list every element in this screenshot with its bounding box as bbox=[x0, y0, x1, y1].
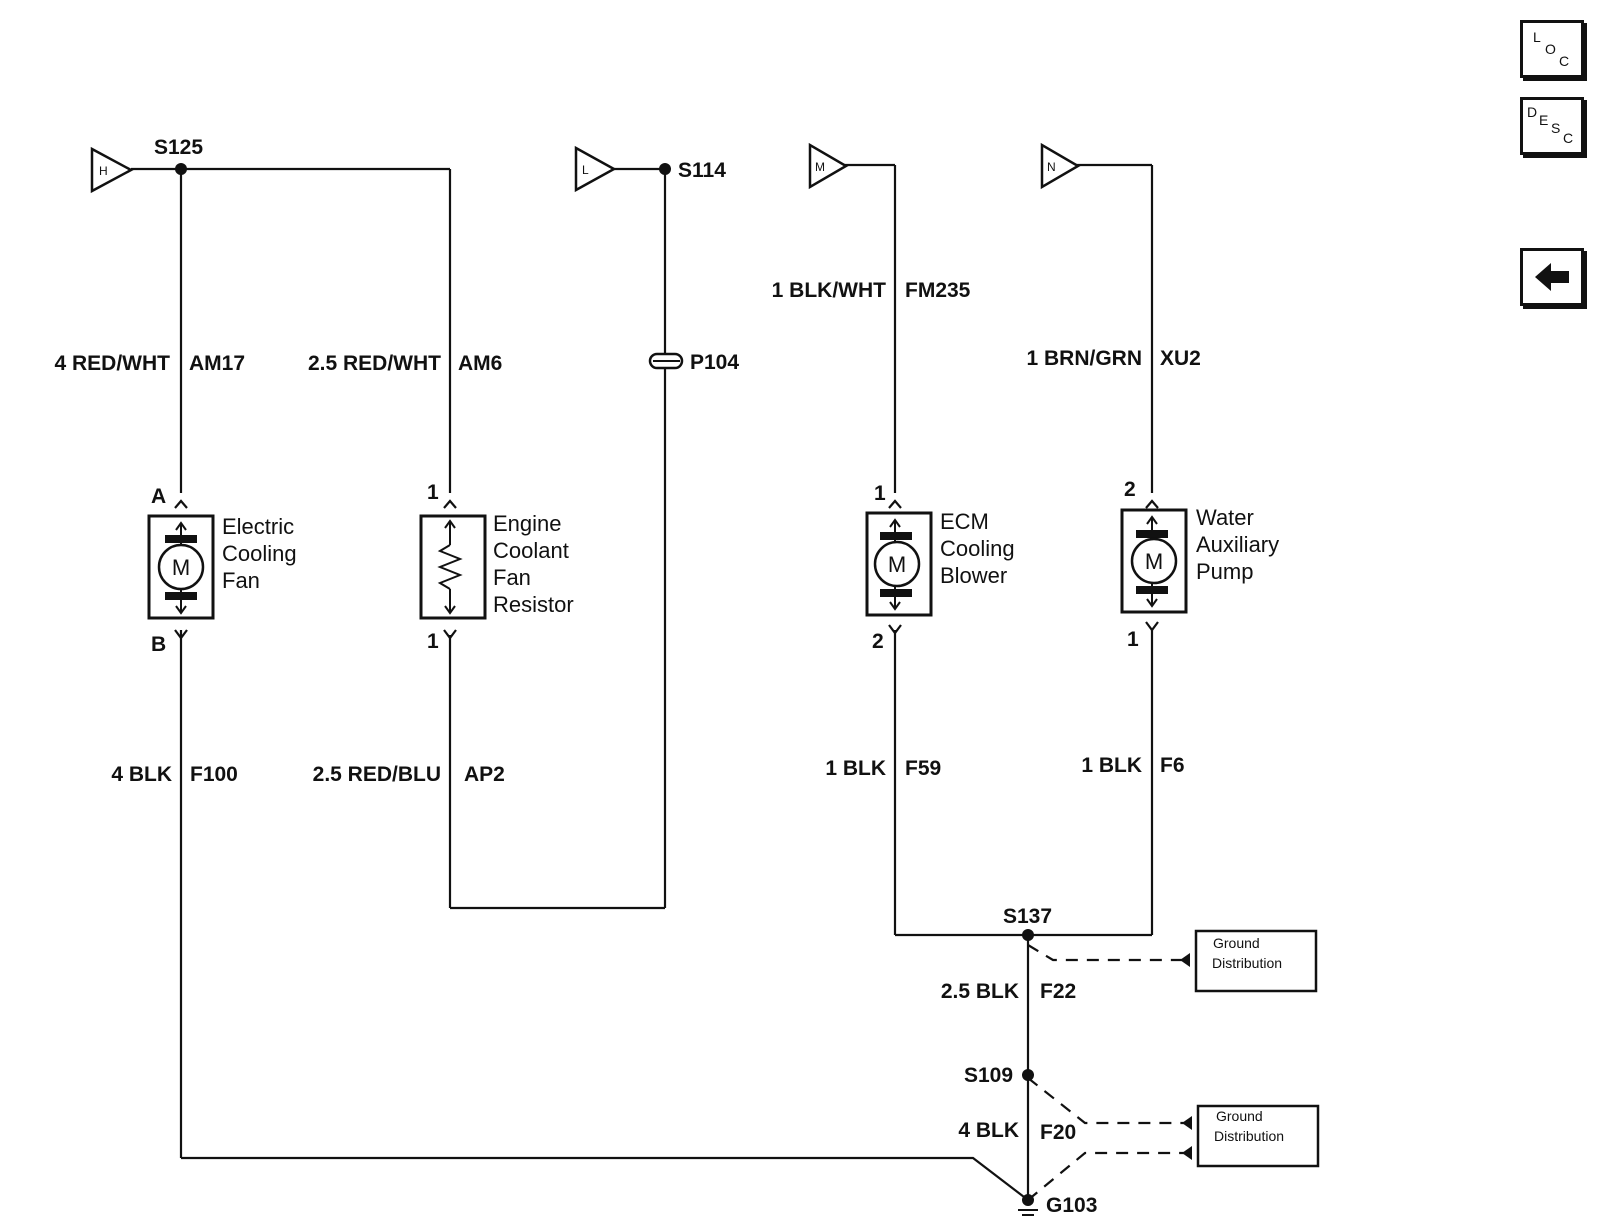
desc-letter-2: E bbox=[1539, 112, 1549, 128]
wire-am6-spec: 2.5 RED/WHT bbox=[308, 352, 441, 375]
loc-letter-3: C bbox=[1559, 53, 1570, 69]
blower-pin-top: 1 bbox=[874, 482, 886, 505]
svg-text:M: M bbox=[172, 555, 190, 580]
component-water-auxiliary-pump: M bbox=[1120, 499, 1188, 632]
desc-letter-3: S bbox=[1551, 120, 1561, 136]
wire-f59-spec: 1 BLK bbox=[825, 757, 886, 780]
blower-pin-bottom: 2 bbox=[872, 630, 884, 653]
splice-s137-dot bbox=[1022, 929, 1034, 941]
resistor-pin-top: 1 bbox=[427, 481, 439, 504]
dash-gd-2b bbox=[1027, 1151, 1190, 1201]
wire-f100-circuit: F100 bbox=[190, 763, 238, 786]
wire-f100-ground bbox=[181, 1156, 1029, 1201]
pump-name-line1: Water bbox=[1196, 505, 1254, 530]
wire-xu2-spec: 1 BRN/GRN bbox=[1026, 347, 1142, 370]
connector-n: N bbox=[1040, 142, 1081, 190]
arrow-gd-2b bbox=[1182, 1146, 1192, 1160]
dash-gd-2a bbox=[1027, 1077, 1190, 1125]
motor-icon bbox=[873, 540, 921, 588]
wire-f6-spec: 1 BLK bbox=[1081, 754, 1142, 777]
left-arrow-icon bbox=[1535, 263, 1569, 291]
svg-text:Ground: Ground bbox=[1216, 1108, 1263, 1124]
resistor-name-line4: Resistor bbox=[493, 592, 574, 617]
wire-f20-circuit: F20 bbox=[1040, 1121, 1076, 1144]
component-ecm-cooling-blower: M bbox=[865, 499, 933, 635]
splice-s109-label: S109 bbox=[964, 1064, 1013, 1087]
wire-f59-circuit: F59 bbox=[905, 757, 941, 780]
resistor-icon bbox=[437, 544, 463, 590]
wire-ap2-circuit: AP2 bbox=[464, 763, 505, 786]
svg-text:Distribution: Distribution bbox=[1214, 1128, 1284, 1144]
ground-distribution-box-2[interactable]: Ground Distribution bbox=[1196, 1104, 1320, 1168]
svg-text:Ground: Ground bbox=[1213, 935, 1260, 951]
ground-g103-label: G103 bbox=[1046, 1194, 1097, 1217]
splice-s109-dot bbox=[1022, 1069, 1034, 1081]
wire-am17-spec: 4 RED/WHT bbox=[55, 352, 171, 375]
wire-fm235-spec: 1 BLK/WHT bbox=[772, 279, 886, 302]
ground-g103-dot bbox=[1022, 1194, 1034, 1206]
loc-letter-2: O bbox=[1545, 41, 1556, 57]
wire-f22-spec: 2.5 BLK bbox=[941, 980, 1019, 1003]
desc-letter-1: D bbox=[1527, 104, 1538, 120]
wire-am17-circuit: AM17 bbox=[189, 352, 245, 375]
wire-f22-circuit: F22 bbox=[1040, 980, 1076, 1003]
ground-symbol bbox=[1018, 1209, 1038, 1216]
component-coolant-fan-resistor bbox=[419, 499, 487, 640]
svg-text:M: M bbox=[888, 552, 906, 577]
back-button[interactable] bbox=[1520, 248, 1584, 306]
blower-name-line3: Blower bbox=[940, 563, 1007, 588]
blower-name-line1: ECM bbox=[940, 509, 989, 534]
pump-pin-bottom: 1 bbox=[1127, 628, 1139, 651]
svg-text:H: H bbox=[99, 164, 108, 178]
inline-connector-p104-label: P104 bbox=[690, 351, 739, 374]
pump-pin-top: 2 bbox=[1124, 478, 1136, 501]
wire-am6-circuit: AM6 bbox=[458, 352, 502, 375]
connector-m: M bbox=[808, 142, 849, 190]
inline-connector-p104 bbox=[648, 352, 684, 370]
fan-name-line3: Fan bbox=[222, 568, 260, 593]
wire-xu2-circuit: XU2 bbox=[1160, 347, 1201, 370]
wire-fm235-circuit: FM235 bbox=[905, 279, 971, 302]
resistor-name-line1: Engine bbox=[493, 511, 562, 536]
svg-text:M: M bbox=[1145, 549, 1163, 574]
pump-name-line3: Pump bbox=[1196, 559, 1253, 584]
loc-letter-1: L bbox=[1533, 29, 1541, 45]
connector-l: L bbox=[574, 145, 617, 193]
fan-name-line1: Electric bbox=[222, 514, 294, 539]
dash-gd-1 bbox=[1027, 944, 1188, 962]
fan-pin-top: A bbox=[151, 485, 166, 508]
fan-pin-bottom: B bbox=[151, 633, 166, 656]
component-electric-cooling-fan: M bbox=[147, 499, 215, 640]
svg-text:L: L bbox=[582, 163, 589, 177]
wire-f100-spec: 4 BLK bbox=[111, 763, 172, 786]
splice-s125-dot bbox=[175, 163, 187, 175]
blower-name-line2: Cooling bbox=[940, 536, 1015, 561]
svg-text:N: N bbox=[1047, 160, 1056, 174]
resistor-name-line2: Coolant bbox=[493, 538, 569, 563]
loc-button[interactable]: L O C bbox=[1520, 20, 1584, 78]
connector-h: H bbox=[90, 146, 134, 194]
ground-distribution-box-1[interactable]: Ground Distribution bbox=[1194, 929, 1318, 993]
svg-text:M: M bbox=[815, 160, 825, 174]
svg-text:Distribution: Distribution bbox=[1212, 955, 1282, 971]
desc-button[interactable]: D E S C bbox=[1520, 97, 1584, 155]
desc-letter-4: C bbox=[1563, 130, 1574, 146]
arrow-gd-1 bbox=[1180, 953, 1190, 967]
resistor-name-line3: Fan bbox=[493, 565, 531, 590]
pump-name-line2: Auxiliary bbox=[1196, 532, 1279, 557]
resistor-pin-bottom: 1 bbox=[427, 630, 439, 653]
splice-s114-label: S114 bbox=[678, 159, 726, 182]
splice-s114-dot bbox=[659, 163, 671, 175]
wire-f20-spec: 4 BLK bbox=[958, 1119, 1019, 1142]
wire-f6-circuit: F6 bbox=[1160, 754, 1185, 777]
splice-s125-label: S125 bbox=[154, 136, 203, 159]
motor-icon bbox=[157, 543, 205, 591]
motor-icon bbox=[1130, 537, 1178, 585]
arrow-gd-2a bbox=[1182, 1116, 1192, 1130]
splice-s137-label: S137 bbox=[1003, 905, 1052, 928]
wire-ap2-spec: 2.5 RED/BLU bbox=[313, 763, 441, 786]
fan-name-line2: Cooling bbox=[222, 541, 297, 566]
